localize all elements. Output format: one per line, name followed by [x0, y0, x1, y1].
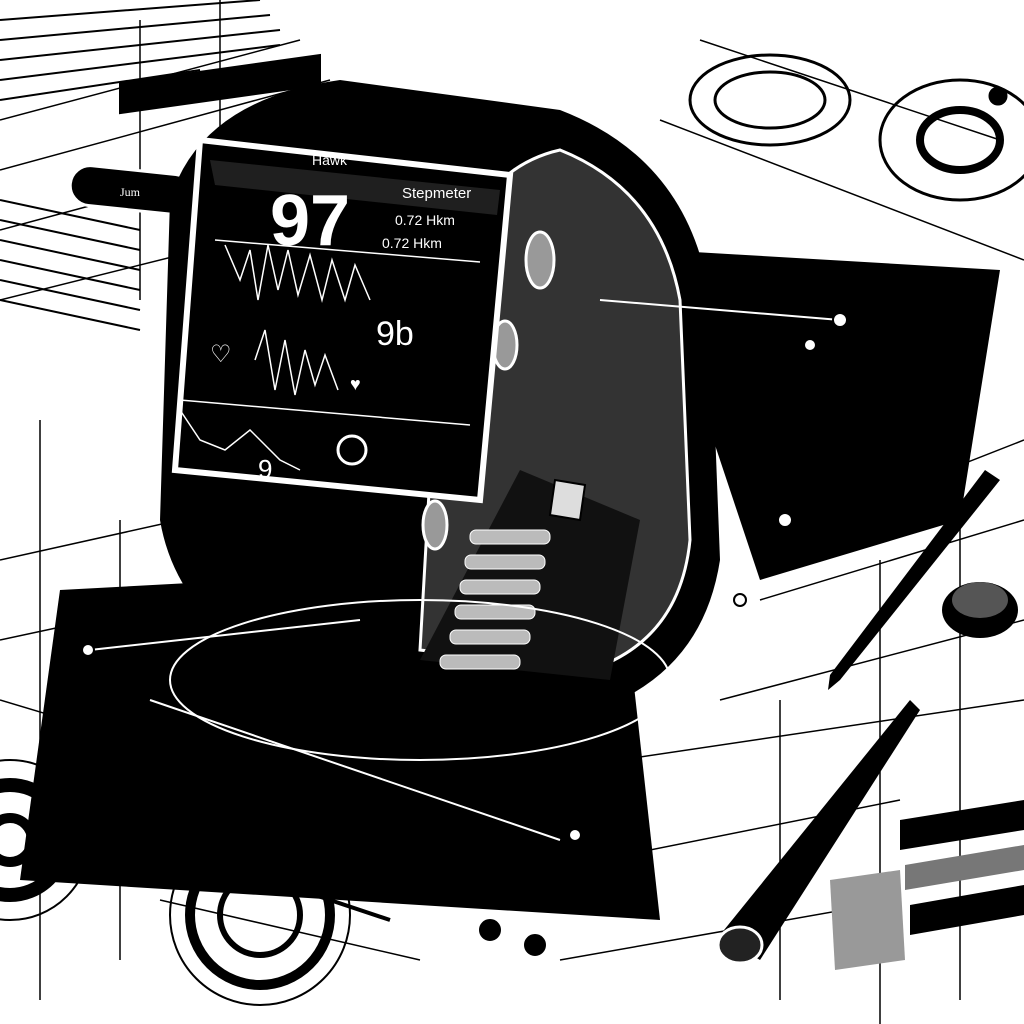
orbit-lines: [89, 299, 841, 841]
pill-label: Jum: [120, 185, 141, 199]
black-panel-right: [660, 250, 1000, 580]
screen-header: Hawk: [312, 152, 348, 168]
main-value: 97: [270, 181, 350, 261]
hatched-panel-top-left: [0, 0, 321, 331]
metric-line-2: 0.72 Hkm: [382, 235, 442, 251]
metric-line-1: 0.72 Hkm: [395, 212, 455, 228]
band-screen: [171, 136, 514, 504]
side-value: 9b: [376, 315, 414, 353]
fitness-band: Hawk 97 Stepmeter 0.72 Hkm 0.72 Hkm 9b 9…: [160, 80, 720, 720]
color-swatch-bars: [830, 800, 1024, 970]
screen-footer: AIT: [338, 491, 363, 508]
buckle: [548, 478, 587, 522]
screen-waveforms: [179, 239, 481, 471]
activity-icon: [336, 434, 368, 466]
heart-icon: ♡: [210, 341, 232, 368]
heart-icon: ♥: [350, 374, 361, 394]
annotation-dots: [81, 312, 848, 956]
chart-value: 9: [258, 454, 272, 484]
metric-label: Stepmeter: [402, 185, 471, 202]
dial-bottom-left: [0, 759, 391, 1006]
band-holes: [439, 529, 551, 670]
dial-top-right: [688, 53, 1024, 202]
pen-right: [828, 470, 1018, 690]
stylus-bottom: [716, 700, 920, 965]
